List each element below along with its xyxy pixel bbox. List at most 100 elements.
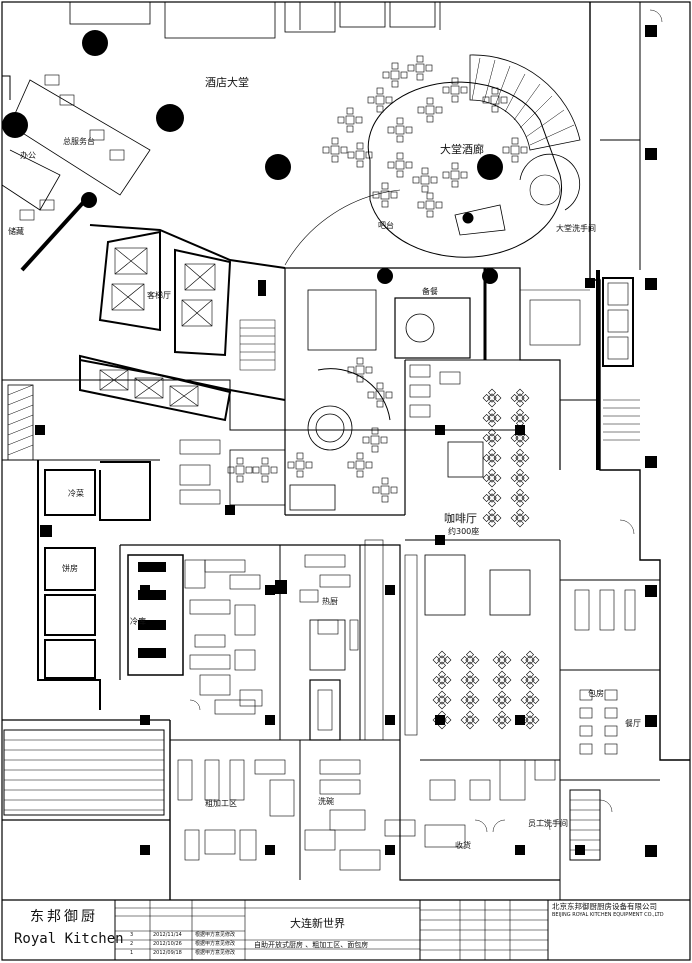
equipment-unit [534, 759, 556, 781]
equipment-unit [199, 674, 231, 696]
equipment-unit [189, 654, 231, 670]
lounge-seat-group [387, 152, 413, 178]
table-set [432, 650, 452, 670]
label-cafe: 咖啡厅 [444, 512, 477, 525]
table-set [432, 690, 452, 710]
equipment-unit [239, 689, 263, 707]
lounge-seat-group [337, 107, 363, 133]
equipment-unit [364, 539, 384, 741]
equipment-unit [404, 554, 418, 736]
equipment-unit [319, 779, 361, 795]
lounge-seat-group [482, 87, 508, 113]
label-office: 办公 [20, 151, 36, 160]
table-set [460, 670, 480, 690]
lounge-seating [227, 55, 528, 503]
equipment-unit [204, 759, 220, 801]
lounge-seat-group [367, 87, 393, 113]
lounge-seat-group [347, 452, 373, 478]
equipment-unit [574, 589, 590, 631]
table-set [604, 743, 618, 755]
equipment-unit [184, 559, 206, 589]
lounge-seat-group [347, 357, 373, 383]
equipment-unit [39, 199, 55, 211]
table-set [492, 710, 512, 730]
logo-en: Royal Kitchen [14, 931, 124, 947]
label-dish-wash: 洗碗 [318, 797, 334, 806]
table-set [482, 468, 502, 488]
equipment-unit [89, 129, 105, 141]
walls [2, 2, 690, 900]
table-set [579, 725, 593, 737]
label-hotel-lobby: 酒店大堂 [205, 76, 249, 89]
table-set [510, 428, 530, 448]
label-front-desk: 总服务台 [63, 137, 95, 146]
label-elevator-hall: 客梯厅 [147, 291, 171, 300]
table-set [579, 743, 593, 755]
label-lobby-bar: 大堂酒廊 [440, 143, 484, 156]
equipment-unit [329, 809, 366, 831]
equipment-unit [339, 849, 381, 871]
cold-room-fills [138, 562, 287, 658]
table-set [604, 689, 618, 701]
equipment-unit [299, 589, 319, 603]
lounge-seat-group [372, 182, 398, 208]
table-set [510, 468, 530, 488]
equipment-unit [194, 634, 226, 648]
table-set [460, 690, 480, 710]
table-set [510, 508, 530, 528]
label-bakery: 饼房 [62, 564, 78, 573]
equipment-unit [59, 94, 75, 106]
table-set [604, 725, 618, 737]
lounge-seat-group [287, 452, 313, 478]
table-set [482, 508, 502, 528]
company-cn: 北京东邦御厨厨房设备有限公司 [552, 902, 657, 911]
lounge-seat-group [382, 62, 408, 88]
label-receiving: 收货 [455, 841, 471, 850]
equipment-unit [409, 384, 431, 398]
lounge-seat-group [442, 77, 468, 103]
cold-rooms [44, 469, 184, 679]
equipment-unit [624, 589, 636, 631]
revision-date: 2012/09/18 [153, 950, 182, 956]
revision-desc: 根据甲方意见修改 [195, 950, 236, 956]
project-name: 大连新世界 [290, 917, 345, 930]
table-set [510, 388, 530, 408]
lounge-seat-group [417, 97, 443, 123]
equipment-unit [319, 759, 361, 775]
drawing-title: 自助开放式厨房 、粗加工区、面包房 [254, 941, 369, 949]
equipment-unit [179, 464, 211, 486]
revision-no: 2 [130, 941, 134, 947]
table-set [492, 670, 512, 690]
lounge-seat-group [322, 137, 348, 163]
equipment-unit [234, 649, 256, 671]
table-set [492, 650, 512, 670]
columns [2, 25, 657, 857]
equipment-unit [204, 829, 236, 855]
revision-date: 2012/10/26 [153, 941, 182, 947]
table-set [492, 690, 512, 710]
table-set [520, 710, 540, 730]
label-hot-kitchen: 热厨 [322, 597, 338, 606]
equipment-unit [214, 699, 256, 715]
equipment-unit [234, 604, 256, 636]
label-staff-wc: 员工洗手间 [528, 819, 568, 828]
revision-date: 2012/11/14 [153, 932, 182, 938]
table-set [482, 488, 502, 508]
lounge-seat-group [362, 427, 388, 453]
table-set [482, 428, 502, 448]
front-desk-block [1, 1, 441, 272]
label-store: 储藏 [8, 227, 24, 236]
lounge-seat-group [227, 457, 253, 483]
label-bar-counter: 吧台 [378, 221, 394, 230]
kitchen-equipment [19, 74, 636, 871]
lounge-seat-group [442, 162, 468, 188]
equipment-unit [439, 371, 461, 385]
equipment-unit [349, 619, 359, 651]
company-en: BEIJING ROYAL KITCHEN EQUIPMENT CO.,LTD [552, 912, 664, 918]
equipment-unit [424, 824, 466, 848]
equipment-unit [204, 559, 246, 573]
lounge-seat-group [407, 55, 433, 81]
lounge-seat-group [372, 477, 398, 503]
equipment-unit [429, 779, 456, 801]
